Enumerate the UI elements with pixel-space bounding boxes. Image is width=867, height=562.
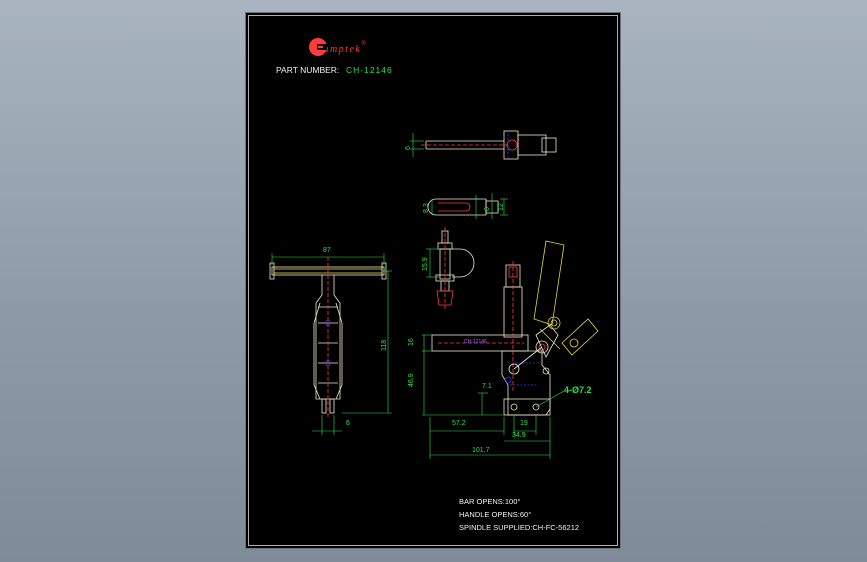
top-view	[421, 130, 557, 160]
dim-hole-spacing-y: 19	[520, 420, 528, 427]
front-dims	[271, 253, 392, 435]
dim-bar-offset: 16	[408, 338, 415, 346]
spindle-dims	[426, 248, 440, 278]
dim-slot-height: 12	[498, 203, 505, 211]
front-view	[269, 257, 387, 417]
note-spindle-supplied: SPINDLE SUPPLIED:CH-FC-56212	[459, 523, 580, 532]
drawing-sheet: Clamptek ® PART NUMBER: CH-12146 6 8.3 6…	[246, 13, 620, 548]
dim-base-height: 46.9	[408, 373, 415, 387]
dim-reach: 57.2	[452, 420, 466, 427]
part-number-value: CH-12146	[346, 65, 393, 75]
brand-logo: Clamptek ®	[308, 37, 366, 59]
dim-overall-height: 118	[381, 339, 388, 351]
part-number-label: PART NUMBER:	[276, 65, 340, 75]
dim-slot-width: 8.3	[423, 203, 430, 213]
brand-name: Clamptek	[311, 44, 362, 55]
dim-top-thickness: 6	[405, 146, 412, 150]
dim-overall-length: 101.7	[472, 447, 490, 454]
note-handle-opens: HANDLE OPENS:60°	[459, 510, 532, 519]
sheet-border	[248, 15, 618, 546]
dim-base-thickness: 6	[346, 420, 350, 427]
brand-registered-mark: ®	[361, 41, 366, 47]
dim-hole-spacing-x: 34.9	[512, 432, 526, 439]
drawing-canvas	[248, 15, 618, 546]
side-dims	[422, 334, 565, 459]
top-thickness-dim	[410, 133, 424, 157]
clamptek-logo-icon	[309, 38, 327, 56]
side-view	[431, 240, 599, 416]
spindle-mark-label: CH-12146	[464, 339, 487, 345]
slot-dims	[431, 193, 508, 219]
dim-slot-depth: 6	[484, 207, 491, 211]
dim-spindle-thread: 15.9	[422, 257, 429, 271]
note-bar-opens: BAR OPENS:100°	[459, 497, 521, 506]
dim-flange: 7.1	[482, 383, 492, 390]
spindle-detail	[435, 227, 475, 309]
hole-spec-callout: 4-Ø7.2	[564, 385, 592, 395]
dim-handle-width: 87	[323, 247, 331, 254]
